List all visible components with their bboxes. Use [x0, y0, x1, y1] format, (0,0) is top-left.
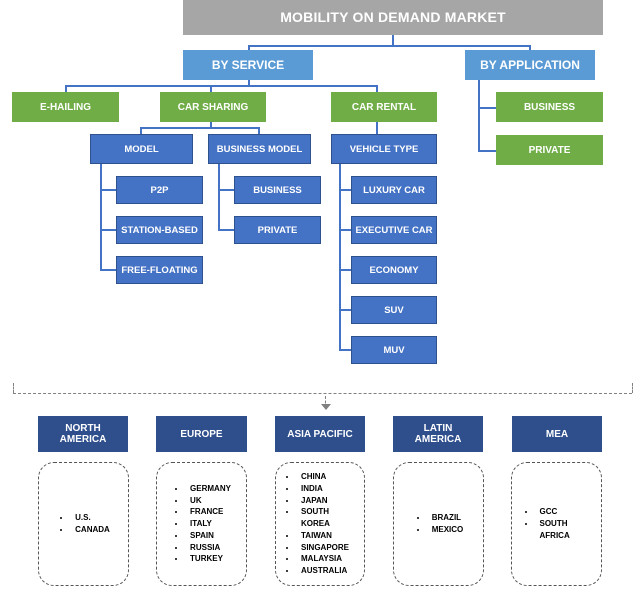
connector	[248, 80, 250, 86]
country-list: GERMANY UK FRANCE ITALY SPAIN RUSSIA TUR…	[172, 483, 231, 566]
connector	[210, 122, 212, 128]
model-free-floating-node: FREE-FLOATING	[116, 256, 203, 284]
country-item: CANADA	[71, 524, 110, 536]
country-item: SINGAPORE	[297, 542, 357, 554]
countries-europe: GERMANY UK FRANCE ITALY SPAIN RUSSIA TUR…	[156, 462, 247, 586]
region-bracket	[13, 383, 14, 393]
country-item: RUSSIA	[186, 542, 231, 554]
connector	[478, 80, 480, 152]
connector	[478, 107, 496, 109]
region-bracket-arrow	[321, 404, 331, 410]
connector	[258, 127, 260, 135]
connector	[339, 269, 351, 271]
application-business-node: BUSINESS	[496, 92, 603, 122]
country-item: FRANCE	[186, 506, 231, 518]
connector	[140, 127, 260, 129]
countries-mea: GCC SOUTH AFRICA	[511, 462, 602, 586]
business-model-node: BUSINESS MODEL	[208, 134, 311, 164]
vehicle-type-node: VEHICLE TYPE	[331, 134, 437, 164]
countries-asia-pacific: CHINA INDIA JAPAN SOUTH KOREA TAIWAN SIN…	[275, 462, 365, 586]
by-service-node: BY SERVICE	[183, 50, 313, 80]
connector	[218, 164, 220, 231]
business-model-private-node: PRIVATE	[234, 216, 321, 244]
country-item: MEXICO	[428, 524, 464, 536]
country-item: SOUTH KOREA	[297, 506, 333, 530]
region-bracket	[325, 396, 326, 408]
country-item: ITALY	[186, 518, 231, 530]
connector	[218, 189, 234, 191]
country-item: SPAIN	[186, 530, 231, 542]
country-item: MALAYSIA	[297, 553, 357, 565]
region-north-america: NORTH AMERICA	[38, 416, 128, 452]
car-sharing-node: CAR SHARING	[160, 92, 266, 122]
connector	[392, 35, 394, 46]
connector	[100, 189, 116, 191]
connector	[478, 150, 496, 152]
region-bracket	[13, 393, 632, 394]
country-list: GCC SOUTH AFRICA	[522, 506, 592, 541]
region-asia-pacific: ASIA PACIFIC	[275, 416, 365, 452]
connector	[100, 229, 116, 231]
model-station-based-node: STATION-BASED	[116, 216, 203, 244]
connector	[100, 164, 102, 271]
connector	[529, 45, 531, 51]
connector	[65, 85, 377, 87]
model-p2p-node: P2P	[116, 176, 203, 204]
region-mea: MEA	[512, 416, 602, 452]
connector	[339, 349, 351, 351]
country-item: INDIA	[297, 483, 357, 495]
region-latin-america: LATIN AMERICA	[393, 416, 483, 452]
vehicle-economy-node: ECONOMY	[351, 256, 437, 284]
connector	[339, 189, 351, 191]
connector	[339, 309, 351, 311]
country-item: TURKEY	[186, 553, 231, 565]
connector	[376, 122, 378, 135]
connector	[376, 85, 378, 93]
country-item: BRAZIL	[428, 512, 464, 524]
vehicle-suv-node: SUV	[351, 296, 437, 324]
region-europe: EUROPE	[156, 416, 247, 452]
region-bracket	[632, 383, 633, 393]
countries-north-america: U.S. CANADA	[38, 462, 129, 586]
model-node: MODEL	[90, 134, 193, 164]
country-item: GCC	[536, 506, 592, 518]
country-item: CHINA	[297, 471, 357, 483]
e-hailing-node: E-HAILING	[12, 92, 119, 122]
country-list: BRAZIL MEXICO	[414, 512, 464, 536]
country-item: JAPAN	[297, 495, 357, 507]
country-item: UK	[186, 495, 231, 507]
by-application-node: BY APPLICATION	[465, 50, 595, 80]
vehicle-executive-car-node: EXECUTIVE CAR	[351, 216, 437, 244]
business-model-business-node: BUSINESS	[234, 176, 321, 204]
country-list: U.S. CANADA	[57, 512, 110, 536]
connector	[339, 164, 341, 351]
country-item: TAIWAN	[297, 530, 357, 542]
country-item: AUSTRALIA	[297, 565, 357, 577]
connector	[248, 45, 530, 47]
countries-latin-america: BRAZIL MEXICO	[393, 462, 484, 586]
diagram-title: MOBILITY ON DEMAND MARKET	[183, 0, 603, 35]
country-item: SOUTH AFRICA	[536, 518, 592, 542]
connector	[210, 85, 212, 93]
vehicle-luxury-car-node: LUXURY CAR	[351, 176, 437, 204]
car-rental-node: CAR RENTAL	[331, 92, 437, 122]
connector	[140, 127, 142, 135]
connector	[248, 45, 250, 51]
country-item: GERMANY	[186, 483, 231, 495]
connector	[65, 85, 67, 93]
connector	[218, 229, 234, 231]
connector	[100, 269, 116, 271]
application-private-node: PRIVATE	[496, 135, 603, 165]
connector	[339, 229, 351, 231]
country-item: U.S.	[71, 512, 110, 524]
vehicle-muv-node: MUV	[351, 336, 437, 364]
country-list: CHINA INDIA JAPAN SOUTH KOREA TAIWAN SIN…	[283, 471, 357, 577]
